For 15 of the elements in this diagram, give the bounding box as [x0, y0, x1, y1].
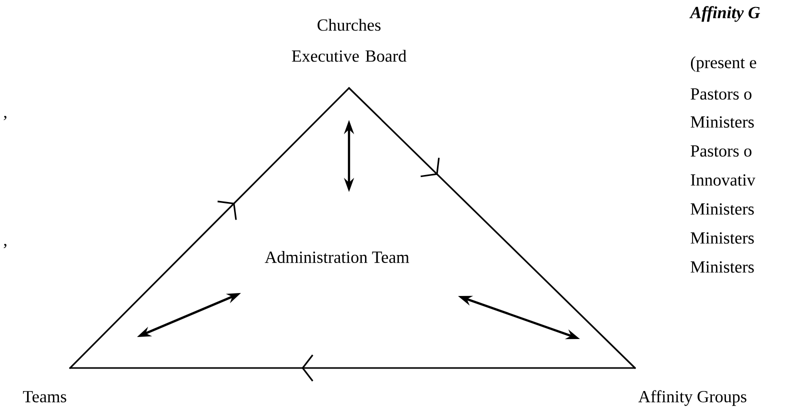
- comma-mark: ,: [4, 244, 6, 248]
- heading: Affinity G: [689, 6, 760, 22]
- list-text: Pastors o: [690, 88, 752, 100]
- list-text: (present e: [690, 56, 756, 72]
- vertex-label: Affinity Groups: [638, 390, 746, 406]
- list-text: Ministers: [690, 232, 754, 244]
- list-text: Ministers: [690, 261, 754, 273]
- list-text: Pastors o: [690, 145, 752, 157]
- list-text: Ministers: [690, 116, 754, 128]
- comma-mark: ,: [4, 116, 6, 120]
- vertex-label: Churches Executive Board: [292, 18, 406, 62]
- center-label: Administration Team: [264, 251, 410, 263]
- list-text: Innovativ: [690, 174, 756, 186]
- vertex-label: Teams: [23, 391, 66, 402]
- list-text: Ministers: [690, 203, 754, 215]
